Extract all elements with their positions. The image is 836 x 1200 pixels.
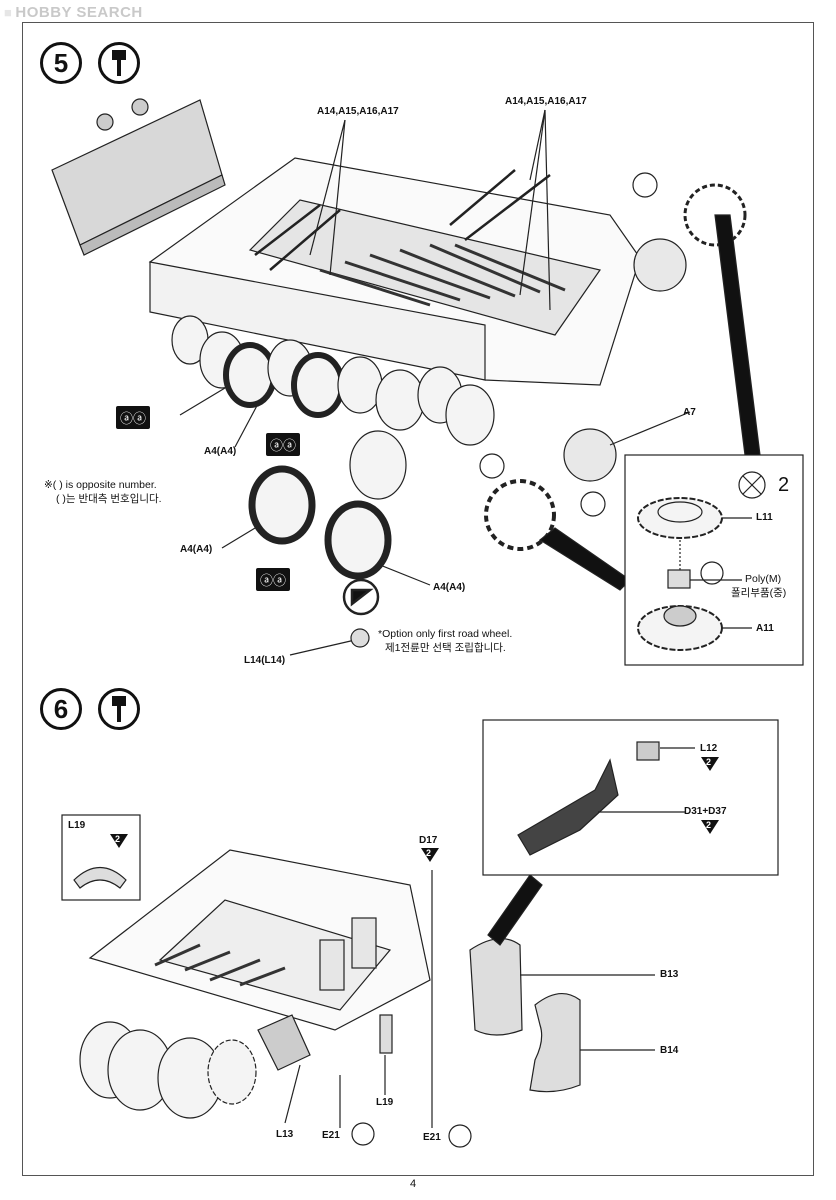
label-l19: L19: [376, 1097, 394, 1108]
cement-icon: [98, 42, 140, 84]
label-a14-right: A14,A15,A16,A17: [505, 96, 587, 107]
label-poly-en: Poly(M): [745, 573, 782, 585]
note-opposite-en: ※( ) is opposite number.: [44, 479, 157, 491]
step-5-number: 5: [40, 42, 82, 84]
step-6-number: 6: [40, 688, 82, 730]
sprue-badge-d31: 2: [701, 820, 719, 834]
sprue-badge-d17: 2: [421, 848, 439, 862]
l19-detail-box: [61, 814, 141, 901]
label-b14: B14: [660, 1045, 679, 1056]
label-l14: L14(L14): [244, 655, 286, 666]
label-a11: A11: [756, 623, 774, 634]
label-a4-3: A4(A4): [433, 582, 466, 593]
label-d17: D17: [419, 835, 438, 846]
label-l19-box: L19: [68, 820, 86, 831]
make-count: 2: [778, 474, 790, 496]
opposite-badge-2: ⓐⓐ: [266, 433, 301, 456]
label-e21-2: E21: [423, 1132, 441, 1143]
label-e21-1: E21: [322, 1130, 340, 1141]
label-l13: L13: [276, 1129, 294, 1140]
label-a4-1: A4(A4): [204, 446, 237, 457]
watermark-logo-icon: ■: [4, 5, 13, 20]
label-poly-kr: 폴리부품(중): [731, 587, 787, 599]
sprue-badge-l12: 2: [701, 757, 719, 771]
label-a4-2: A4(A4): [180, 544, 213, 555]
label-a7: A7: [683, 407, 696, 418]
opposite-badge-1: ⓐⓐ: [116, 406, 151, 429]
opposite-badge-3: ⓐⓐ: [256, 568, 291, 591]
sprue-badge-l19: 2: [110, 834, 128, 848]
page-number: 4: [410, 1178, 417, 1190]
note-option-en: *Option only first road wheel.: [378, 628, 513, 640]
label-l12: L12: [700, 743, 718, 754]
note-opposite-kr: ( )는 반대측 번호입니다.: [56, 493, 162, 505]
label-b13: B13: [660, 969, 679, 980]
label-a14-left: A14,A15,A16,A17: [317, 106, 399, 117]
label-l11: L11: [756, 512, 773, 523]
label-d31: D31+D37: [684, 806, 727, 817]
page-frame: [22, 22, 814, 1176]
cement-icon: [98, 688, 140, 730]
note-option-kr: 제1전륜만 선택 조립합니다.: [385, 642, 506, 654]
watermark: ■HOBBY SEARCH: [4, 4, 143, 21]
d31-detail-box: [482, 719, 779, 876]
